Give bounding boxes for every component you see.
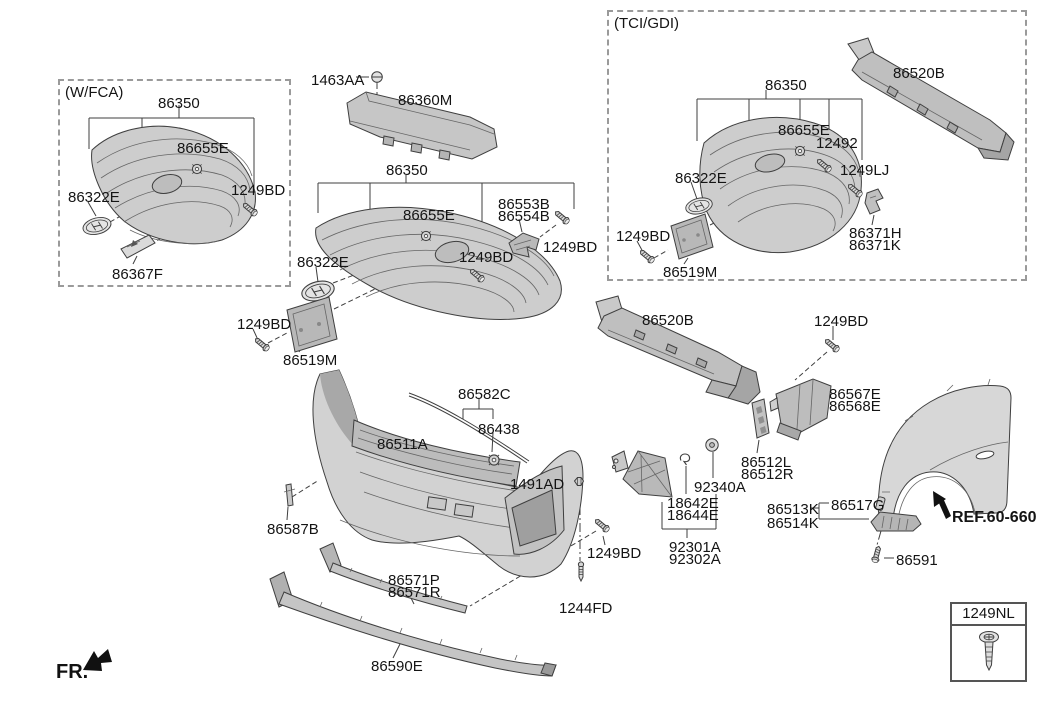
part-label-86350: 86350 xyxy=(386,162,428,179)
part-label-86571p: 86571P xyxy=(388,572,440,589)
part-label-1244fd: 1244FD xyxy=(559,600,613,617)
cover-86367f-drawing xyxy=(120,234,156,259)
part-label-86554b: 86554B xyxy=(498,208,550,225)
wfca-grille-drawing xyxy=(91,125,256,245)
part-label-1491ad: 1491AD xyxy=(510,476,565,493)
piece-86587b-drawing xyxy=(283,483,296,507)
nut-86438-icon xyxy=(488,454,500,466)
part-label-1249bd: 1249BD xyxy=(543,239,598,256)
part-label-86512r: 86512R xyxy=(741,466,794,483)
legend-part-number: 1249NL xyxy=(952,604,1025,626)
part-label-18644e: 18644E xyxy=(667,507,719,524)
part-label-86568e: 86568E xyxy=(829,398,881,415)
reinforcement-86360m-drawing xyxy=(346,91,498,161)
part-label-86520b: 86520B xyxy=(893,65,945,82)
absorber-86520b-drawing xyxy=(595,295,761,405)
part-label-1249bd: 1249BD xyxy=(231,182,286,199)
part-label-92301a: 92301A xyxy=(669,539,721,556)
part-label-18642e: 18642E xyxy=(667,495,719,512)
molding-86582c-drawing xyxy=(408,392,530,464)
part-label-86520b: 86520B xyxy=(642,312,694,329)
center-grille-drawing xyxy=(315,206,562,320)
part-label-1249bd: 1249BD xyxy=(587,545,642,562)
license-bracket-86519m-tci-drawing xyxy=(670,213,714,260)
clip-86553b-drawing xyxy=(508,232,540,258)
clip-86517g-icon xyxy=(875,496,886,511)
screw-1249nl-icon xyxy=(952,626,1025,678)
part-label-12492: 12492 xyxy=(816,135,858,152)
part-label-86587b: 86587B xyxy=(267,521,319,538)
part-label-86567e: 86567E xyxy=(829,386,881,403)
part-label-1249bd: 1249BD xyxy=(459,249,514,266)
lip-86590e-drawing xyxy=(269,571,557,677)
screw-1463aa-icon xyxy=(371,71,383,85)
part-label-86438: 86438 xyxy=(478,421,520,438)
part-label-86655e: 86655E xyxy=(778,122,830,139)
tcigdi-box-title: (TCI/GDI) xyxy=(614,15,679,32)
fender-drawing xyxy=(877,378,1012,522)
part-label-ref-60-660: REF.60-660 xyxy=(952,509,1037,526)
nut-92340a-icon xyxy=(705,438,719,452)
side-support-86567e-drawing xyxy=(769,378,832,441)
absorber-86520b-tci-drawing xyxy=(847,37,1015,161)
bracket-86513k-drawing xyxy=(870,511,922,532)
license-bracket-86519m-drawing xyxy=(286,296,338,353)
side-bracket-86512-drawing xyxy=(751,398,770,439)
part-label-86517g: 86517G xyxy=(831,497,885,514)
fastener-legend-box: 1249NL xyxy=(950,602,1027,682)
part-label-86512l: 86512L xyxy=(741,454,792,471)
part-label-86367f: 86367F xyxy=(112,266,163,283)
bracket-86371-drawing xyxy=(864,188,884,215)
wfca-box-title: (W/FCA) xyxy=(65,84,124,101)
bolt-1249bd-icon xyxy=(252,335,272,353)
nut-86655e-icon xyxy=(420,230,432,242)
part-label-86322e: 86322E xyxy=(68,189,120,206)
part-label-86514k: 86514K xyxy=(767,515,819,532)
fr-arrow-icon xyxy=(83,649,112,671)
part-label-92302a: 92302A xyxy=(669,551,721,568)
part-label-1249lj: 1249LJ xyxy=(840,162,890,179)
part-label-1249bd: 1249BD xyxy=(616,228,671,245)
fr-direction-label: FR. xyxy=(56,661,89,683)
part-label-86571r: 86571R xyxy=(388,584,441,601)
fog-lamp-drawing xyxy=(611,450,673,498)
bolt-86591-icon xyxy=(870,544,883,564)
bolt-1249bd-icon xyxy=(552,208,572,226)
tci-grille-drawing xyxy=(699,117,862,254)
front-bumper-drawing xyxy=(312,369,584,578)
part-label-86655e: 86655E xyxy=(403,207,455,224)
part-label-86360m: 86360M xyxy=(398,92,453,109)
part-label-86371h: 86371H xyxy=(849,225,902,242)
part-label-1249bd: 1249BD xyxy=(814,313,869,330)
part-label-86519m: 86519M xyxy=(283,352,338,369)
part-label-86513k: 86513K xyxy=(767,501,819,518)
part-label-86655e: 86655E xyxy=(177,140,229,157)
tcigdi-option-box: (TCI/GDI) xyxy=(607,10,1027,281)
stud-1244fd-icon xyxy=(577,561,585,582)
part-label-92340a: 92340A xyxy=(694,479,746,496)
part-label-1249bd: 1249BD xyxy=(237,316,292,333)
grommet-18642e-icon xyxy=(679,453,691,466)
strip-86571-drawing xyxy=(319,542,468,614)
part-label-86350: 86350 xyxy=(158,95,200,112)
ref-60-660-arrow-icon xyxy=(933,491,951,519)
part-label-86590e: 86590E xyxy=(371,658,423,675)
part-label-86519m: 86519M xyxy=(663,264,718,281)
part-label-86322e: 86322E xyxy=(675,170,727,187)
part-label-86553b: 86553B xyxy=(498,196,550,213)
bolt-1249bd-icon xyxy=(822,336,842,354)
part-label-86591: 86591 xyxy=(896,552,938,569)
part-label-1463aa: 1463AA xyxy=(311,72,365,89)
part-label-86350: 86350 xyxy=(765,77,807,94)
part-label-86511a: 86511A xyxy=(377,436,428,453)
part-label-86582c: 86582C xyxy=(458,386,511,403)
part-label-86371k: 86371K xyxy=(849,237,901,254)
part-label-86322e: 86322E xyxy=(297,254,349,271)
wfca-option-box: (W/FCA) xyxy=(58,79,291,287)
